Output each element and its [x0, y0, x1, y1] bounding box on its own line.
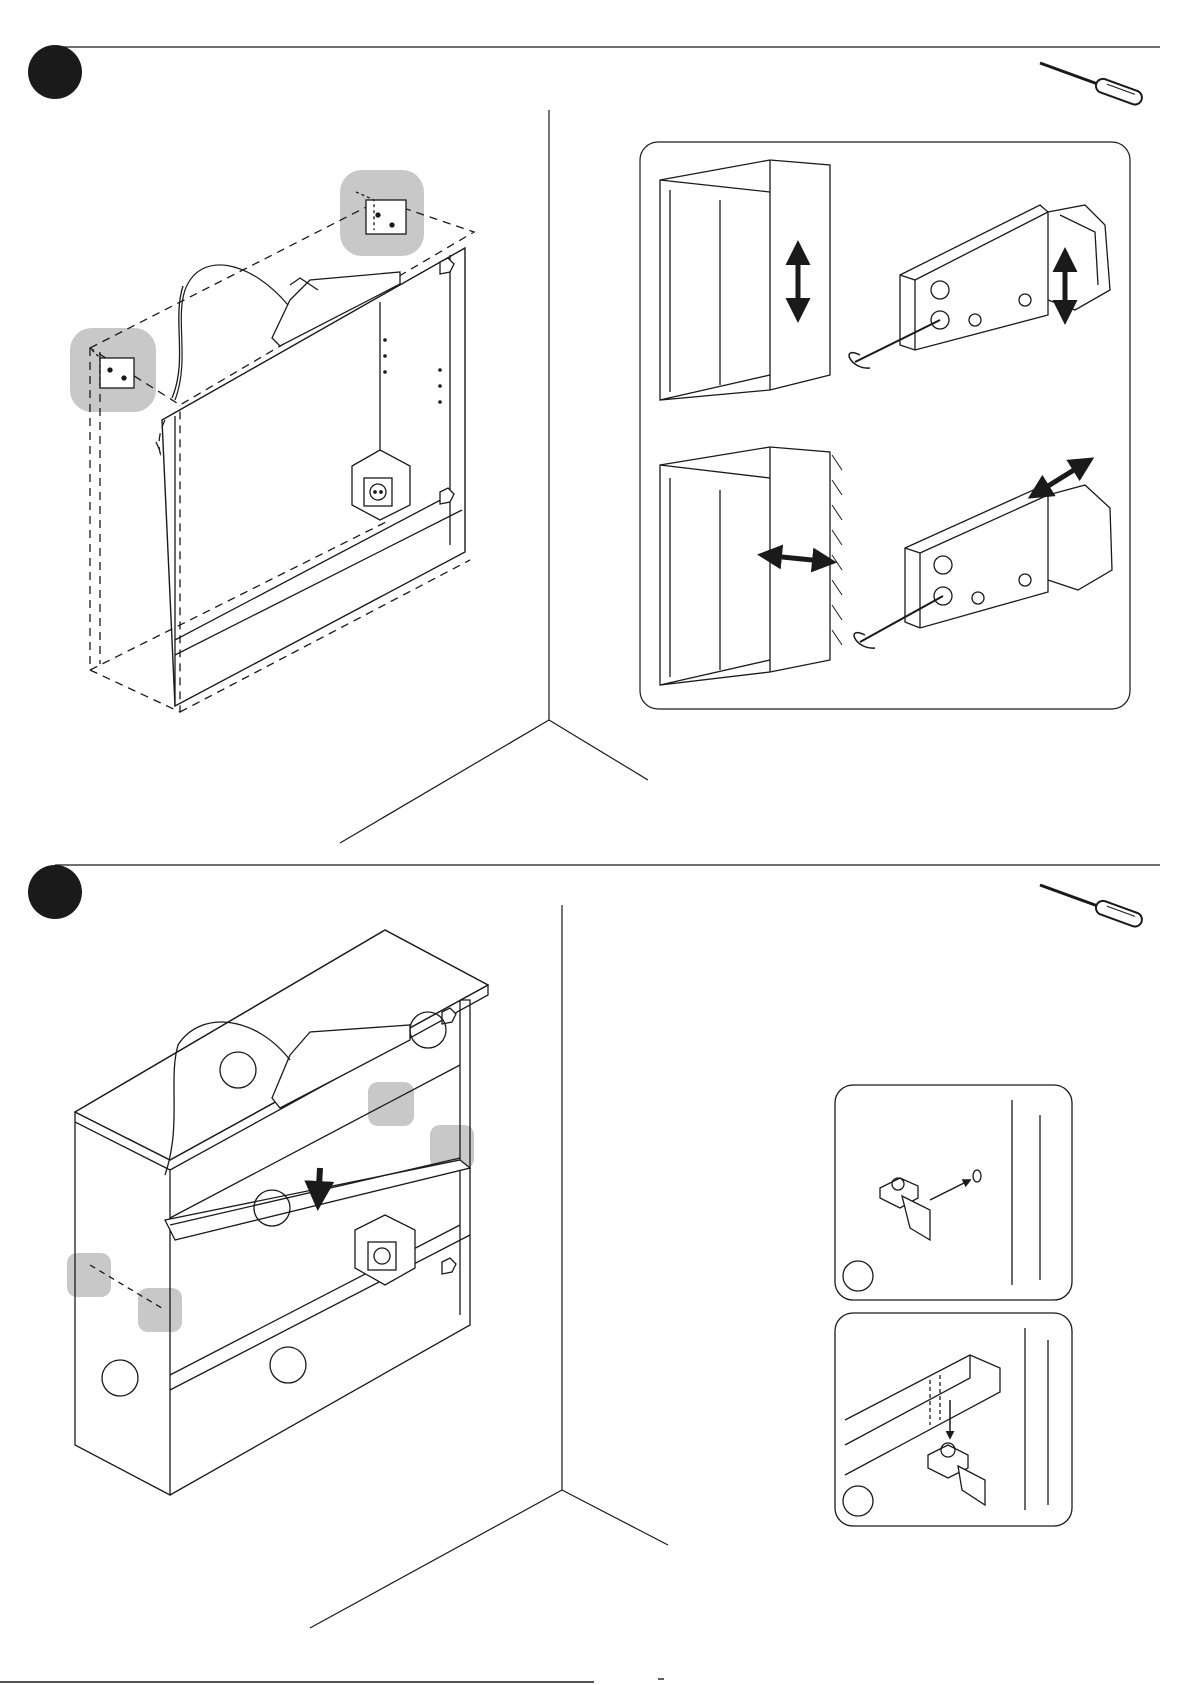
shelf-on-support: [835, 1313, 1072, 1526]
screwdriver-icon: [1038, 56, 1144, 106]
shelf-pin-highlight-3: [67, 1253, 111, 1297]
hinge-vertical-adjustment: [849, 205, 1110, 368]
shelf-pin-highlight-1: [368, 1082, 414, 1126]
shelf-support-screw: [835, 1085, 1072, 1300]
shelf-down-arrow: [318, 1168, 320, 1205]
screwdriver-icon: [1038, 878, 1144, 928]
cabinet-shelves-illustration: [67, 930, 488, 1495]
vertical-adjustment-view: [660, 160, 830, 400]
detail-badge-1: [843, 1261, 873, 1291]
hinge-depth-adjustment: [854, 460, 1112, 648]
step-2-number-badge: [28, 865, 82, 919]
shelf-pin-highlight-4: [138, 1288, 182, 1332]
detail-badge-2: [843, 1486, 873, 1516]
step-1-panel: [28, 45, 1160, 843]
hinge-adjustment-detail-box: [640, 142, 1130, 709]
cabinet-illustration: [70, 170, 474, 712]
depth-adjustment-view: [660, 447, 842, 685]
step-2-panel: [28, 865, 1160, 1628]
step-1-number-badge: [28, 45, 82, 99]
power-socket: [352, 450, 410, 520]
